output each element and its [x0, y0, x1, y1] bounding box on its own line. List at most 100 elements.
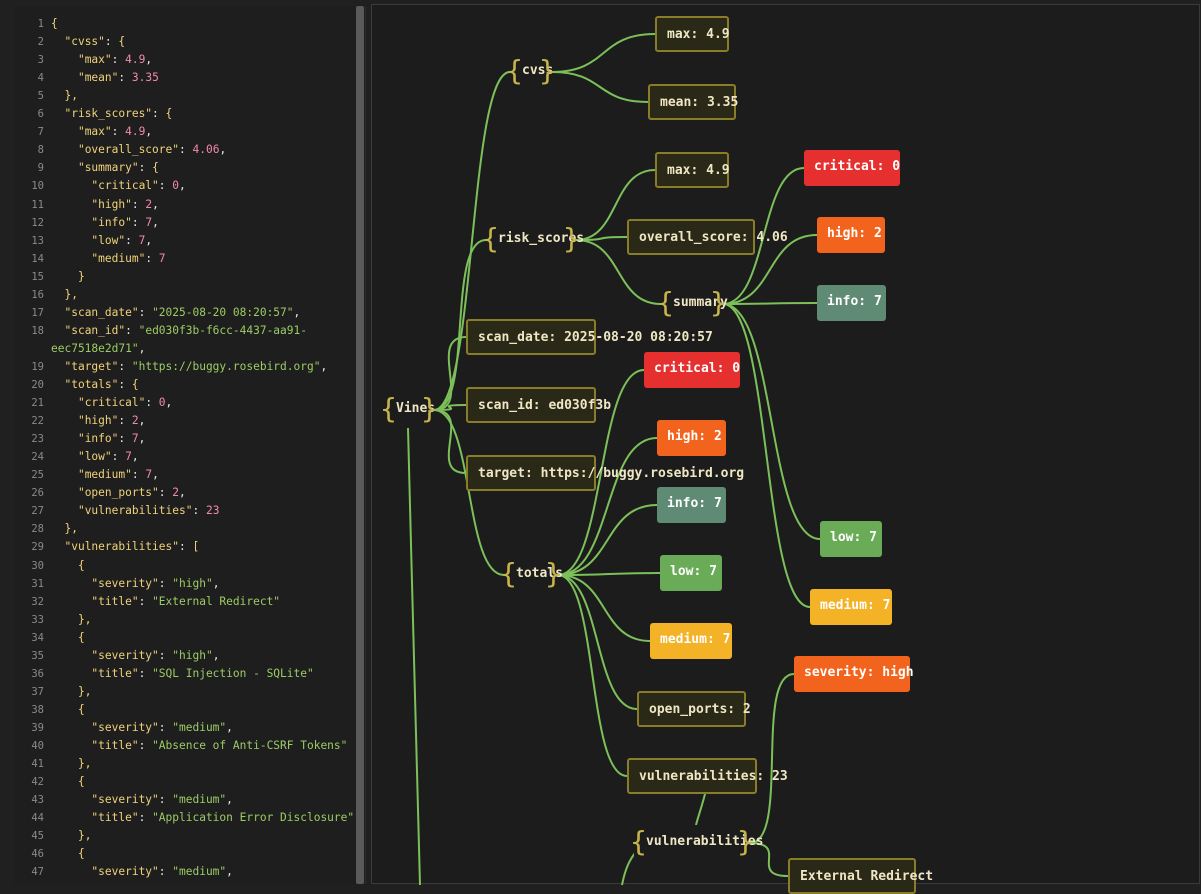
graph-node-root[interactable]: Vines	[380, 392, 438, 428]
graph-node-sum-crit[interactable]: critical: 0	[804, 150, 900, 186]
code-token: "title"	[91, 666, 139, 680]
code-text: },	[51, 87, 77, 105]
code-token: "scan_id"	[64, 323, 126, 337]
code-token	[51, 89, 64, 102]
code-token	[51, 540, 64, 553]
code-token: 7	[158, 251, 166, 265]
line-number-gutter	[14, 6, 50, 884]
code-token: eec7518e2d71"	[51, 341, 139, 355]
graph-node-tot-vulns[interactable]: vulnerabilities: 23	[627, 758, 788, 794]
code-token: :	[111, 53, 126, 67]
code-text: {	[51, 557, 85, 575]
graph-node-summary[interactable]: summary	[657, 286, 728, 322]
code-text: "low": 7,	[51, 232, 152, 250]
line-number: 9	[37, 162, 44, 175]
code-token: },	[64, 522, 78, 536]
graph-node-tot-high[interactable]: high: 2	[657, 420, 726, 456]
graph-edge	[557, 574, 651, 642]
line-number: 23	[31, 433, 44, 446]
code-token: "ed030f3b-f6cc-4437-aa91-	[138, 323, 307, 337]
code-token: "mean"	[77, 71, 119, 85]
code-text: "vulnerabilities": 23	[51, 502, 219, 520]
graph-node-sum-low[interactable]: low: 7	[820, 521, 882, 557]
code-text: "title": "External Redirect"	[51, 593, 280, 611]
code-token	[51, 486, 78, 499]
code-token: },	[64, 287, 78, 301]
graph-node-sum-high[interactable]: high: 2	[817, 217, 885, 253]
code-token: "critical"	[77, 396, 146, 410]
graph-node-v-sev[interactable]: severity: high	[794, 656, 914, 692]
code-token	[51, 216, 91, 229]
line-number: 31	[31, 577, 44, 590]
code-token	[51, 721, 91, 734]
code-token: :	[158, 865, 173, 879]
code-text: {	[51, 15, 58, 33]
code-token: ,	[320, 359, 328, 373]
code-text: "title": "Absence of Anti-CSRF Tokens"	[51, 737, 347, 755]
graph-node-cvss-max[interactable]: max: 4.9	[655, 16, 730, 52]
graph-edge	[433, 71, 511, 411]
graph-node-risk[interactable]: risk_scores	[482, 222, 584, 258]
code-token	[51, 143, 78, 156]
code-token	[51, 179, 91, 192]
graph-node-open-ports[interactable]: open_ports: 2	[637, 691, 751, 727]
graph-node-target[interactable]: target: https://buggy.rosebird.org	[466, 455, 744, 491]
json-graph-view[interactable]: Vines cvss max: 4.9 mean: 3.35 risk_scores ma…	[371, 4, 1200, 894]
graph-node-cvss[interactable]: cvss	[506, 54, 556, 90]
graph-node-tot-crit[interactable]: critical: 0	[644, 352, 740, 388]
graph-node-totals[interactable]: totals	[500, 557, 563, 593]
graph-node-scan-date[interactable]: scan_date: 2025-08-20 08:20:57	[466, 319, 713, 355]
code-token	[51, 703, 78, 716]
graph-node-scan-id[interactable]: scan_id: ed030f3b	[466, 387, 611, 423]
code-token: 2	[172, 486, 180, 500]
code-token: "medium"	[172, 793, 227, 807]
graph-node-tot-info[interactable]: info: 7	[657, 487, 726, 523]
graph-node-sum-info[interactable]: info: 7	[817, 285, 886, 321]
code-token: "severity"	[91, 793, 159, 807]
code-token: ,	[145, 53, 153, 67]
code-token: :	[179, 540, 193, 554]
code-token: ,	[131, 450, 139, 464]
code-text: "summary": {	[51, 159, 159, 177]
graph-node-risk-max[interactable]: max: 4.9	[655, 152, 730, 188]
graph-node-tot-med[interactable]: medium: 7	[650, 623, 732, 659]
graph-node-vulns[interactable]: vulnerabilities	[630, 825, 763, 861]
code-token: {	[77, 775, 85, 789]
editor-scrollbar[interactable]	[356, 6, 364, 884]
graph-edge	[557, 437, 658, 576]
graph-node-cvss-mean[interactable]: mean: 3.35	[648, 84, 738, 120]
code-token: ,	[179, 486, 186, 500]
line-number: 16	[31, 288, 44, 301]
graph-node-overall[interactable]: overall_score: 4.06	[627, 219, 788, 255]
code-token: ,	[138, 414, 146, 428]
line-number: 29	[31, 541, 44, 554]
graph-edge	[557, 574, 628, 777]
line-number: 10	[31, 180, 44, 193]
line-number: 12	[31, 216, 44, 229]
graph-edge	[557, 504, 658, 576]
graph-node-sum-med[interactable]: medium: 7	[810, 589, 892, 625]
code-text: }	[51, 268, 85, 286]
code-token: 7	[145, 215, 153, 229]
code-token	[51, 793, 91, 806]
code-token: :	[104, 35, 119, 49]
code-text: "overall_score": 4.06,	[51, 141, 226, 159]
code-token	[51, 288, 64, 301]
code-token: :	[158, 720, 173, 734]
code-token	[51, 595, 91, 608]
graph-node-v-title[interactable]: External Redirect	[788, 858, 933, 894]
code-token	[51, 811, 91, 824]
code-token: "severity"	[91, 576, 159, 590]
code-token: },	[77, 829, 92, 843]
line-number: 3	[37, 54, 44, 67]
code-text: },	[51, 520, 78, 538]
code-token: "totals"	[64, 378, 119, 391]
graph-node-tot-low[interactable]: low: 7	[660, 555, 722, 591]
json-editor[interactable]: 1{2 "cvss": {3 "max": 4.9,4 "mean": 3.35…	[14, 6, 366, 884]
code-text: "cvss": {	[51, 33, 125, 51]
line-number: 33	[31, 613, 44, 626]
code-token: :	[111, 450, 126, 464]
code-token: :	[138, 666, 153, 680]
graph-edge	[433, 409, 505, 576]
code-text: },	[51, 827, 91, 845]
